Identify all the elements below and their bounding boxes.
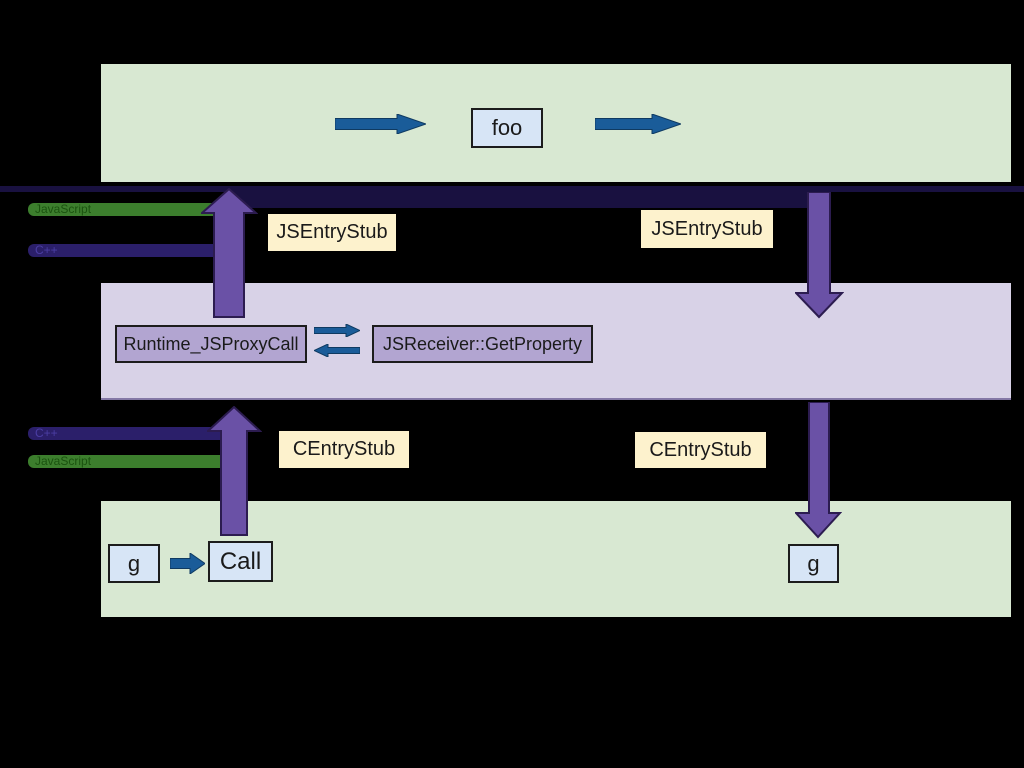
g-function-box-left: g [108,544,160,583]
arrow-right-icon [335,114,426,134]
jsreceiver-getproperty-box: JSReceiver::GetProperty [372,325,593,363]
foo-function-box: foo [471,108,543,148]
stack-boundary-line [0,186,1024,192]
cpp-stack-bar-bottom: C++ [28,427,221,440]
js-stack-bar-bottom: JavaScript [28,455,221,468]
g-label: g [807,550,820,576]
runtime-jsproxycall-box: Runtime_JSProxyCall [115,325,307,363]
jsentrystub-box-left: JSEntryStub [268,214,396,251]
jsentrystub-label: JSEntryStub [276,221,388,243]
call-box: Call [208,541,273,582]
arrow-right-icon [314,324,360,337]
jsentrystub-box-right: JSEntryStub [641,210,773,248]
arrow-down-icon [795,192,844,319]
cpp-stack-label: C++ [35,244,58,257]
call-label: Call [219,547,262,575]
arrow-right-icon [595,114,681,134]
js-band-top [101,64,1011,182]
arrow-down-icon [795,402,842,539]
js-stack-label: JavaScript [35,203,92,216]
jsreceiver-getproperty-label: JSReceiver::GetProperty [382,333,583,354]
cpp-stack-label: C++ [35,427,58,440]
arrow-up-icon [201,188,258,319]
cpp-stack-segment [229,192,819,208]
js-stack-label: JavaScript [35,455,92,468]
arrow-right-icon [170,553,205,574]
jsentrystub-label: JSEntryStub [651,217,763,240]
centrystub-label: CEntryStub [649,438,752,461]
centrystub-box-left: CEntryStub [279,431,409,468]
centrystub-box-right: CEntryStub [635,432,766,468]
js-stack-bar-top: JavaScript [28,203,215,216]
runtime-jsproxycall-label: Runtime_JSProxyCall [123,333,299,354]
arrow-up-icon [207,406,262,537]
cpp-stack-bar-top: C++ [28,244,214,257]
foo-label: foo [491,115,523,140]
g-function-box-right: g [788,544,839,583]
g-label: g [127,550,141,576]
centrystub-label: CEntryStub [292,438,396,460]
arrow-left-icon [314,344,360,357]
